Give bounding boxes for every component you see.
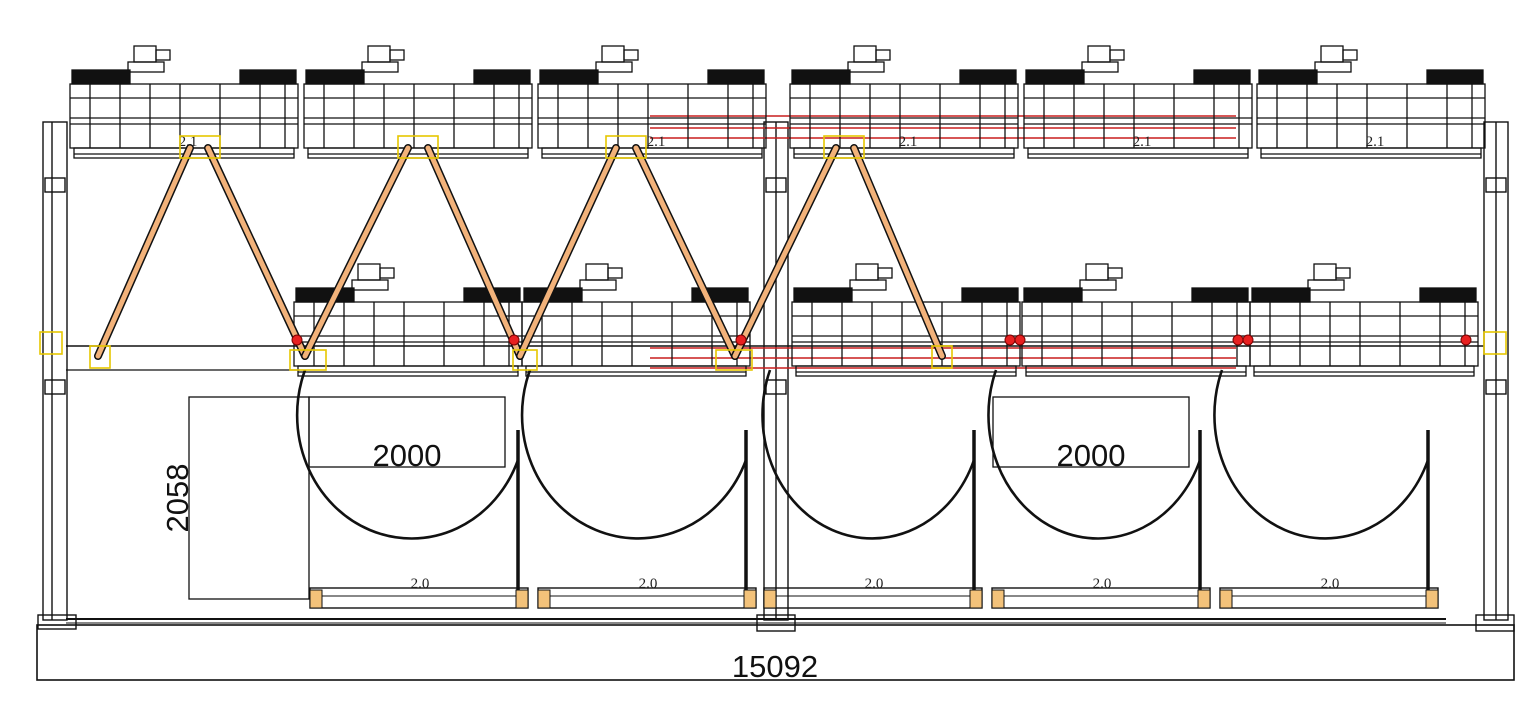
middle-unit-4 xyxy=(1021,263,1251,377)
diagonal-tie-3 xyxy=(301,144,412,360)
tray-width-label-right: 2000 xyxy=(1057,438,1126,473)
cable-loop-4 xyxy=(987,369,1202,540)
left-column xyxy=(37,121,77,630)
ground-tray-5: 2.0 xyxy=(1219,576,1439,609)
total-width-box xyxy=(36,624,1515,681)
diagonal-tie-5 xyxy=(516,144,620,360)
cable-loop-3 xyxy=(761,369,976,540)
diagonal-ties xyxy=(94,144,946,360)
middle-unit-5 xyxy=(1249,263,1479,377)
cable-loop-2 xyxy=(520,369,748,540)
middle-unit-1 xyxy=(293,263,523,377)
diagonal-tie-2 xyxy=(204,144,309,360)
diagonal-tie-8 xyxy=(850,144,946,360)
top-unit-6: 2.1 xyxy=(1256,45,1486,159)
top-unit-3: 2.1 xyxy=(537,45,767,159)
diagonal-tie-6 xyxy=(632,144,739,360)
ground-tray-2: 2.0 xyxy=(537,576,757,609)
cable-loop-1 xyxy=(295,369,520,540)
unit-level-label: 2.1 xyxy=(899,134,918,150)
lift-height-label: 2058 xyxy=(160,464,195,533)
total-width-label: 15092 xyxy=(732,649,818,684)
unit-level-label: 2.1 xyxy=(1366,134,1385,150)
highlight-brackets xyxy=(39,135,1507,371)
top-unit-5: 2.1 xyxy=(1023,45,1253,159)
tray-level-label: 2.0 xyxy=(1321,576,1340,592)
ground-tray-1: 2.0 xyxy=(309,576,529,609)
middle-units xyxy=(293,263,1479,377)
tray-width-box-left xyxy=(308,396,506,468)
ground-tray-3: 2.0 xyxy=(763,576,983,609)
ground-tray-4: 2.0 xyxy=(991,576,1211,609)
top-unit-1: 2.1 xyxy=(69,45,299,159)
cable-loops xyxy=(295,369,1430,590)
tray-level-label: 2.0 xyxy=(411,576,430,592)
center-column xyxy=(756,121,796,632)
right-column xyxy=(1475,121,1515,632)
tray-level-label: 2.0 xyxy=(639,576,658,592)
diagonal-tie-4 xyxy=(424,144,524,360)
top-units: 2.1 2.1 2.1 2.1 2.1 xyxy=(69,45,1486,159)
tray-width-box-right xyxy=(992,396,1190,468)
tray-level-label: 2.0 xyxy=(865,576,884,592)
diagonal-tie-1 xyxy=(94,144,194,360)
red-valves xyxy=(291,334,1472,346)
diagonal-tie-7 xyxy=(731,144,840,360)
top-unit-4: 2.1 xyxy=(789,45,1019,159)
tray-level-label: 2.0 xyxy=(1093,576,1112,592)
cable-loop-5 xyxy=(1213,369,1430,540)
middle-unit-3 xyxy=(791,263,1021,377)
lift-height-box xyxy=(188,396,310,600)
ground-trays: 2.0 2.0 2.0 2.0 2.0 xyxy=(309,576,1439,609)
tray-width-label-left: 2000 xyxy=(373,438,442,473)
unit-level-label: 2.1 xyxy=(647,134,666,150)
unit-level-label: 2.1 xyxy=(1133,134,1152,150)
top-unit-2 xyxy=(303,45,533,159)
top-red-rails xyxy=(650,115,1236,139)
